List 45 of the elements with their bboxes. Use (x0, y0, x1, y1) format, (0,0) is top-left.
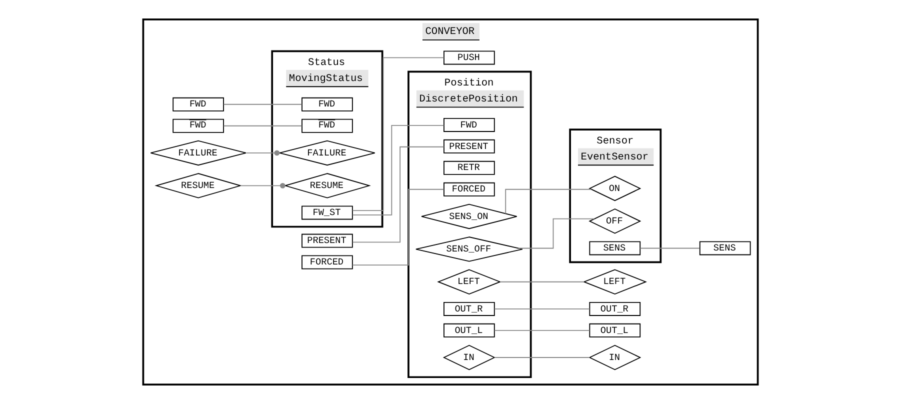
connector (240, 182, 286, 188)
node-box: PRESENT (444, 139, 495, 154)
node-box: RETR (444, 160, 495, 175)
node-diamond: IN (588, 344, 642, 370)
connector (352, 57, 444, 212)
node-box: OUT_L (444, 323, 495, 338)
connector (246, 150, 280, 156)
node-box: FWD (302, 97, 353, 112)
node-box: FWD (172, 97, 224, 112)
connector (223, 104, 302, 105)
connector (494, 330, 590, 331)
node-box: FORCED (444, 182, 495, 196)
node-box: FWD (172, 118, 224, 133)
node-diamond: ON (588, 176, 642, 202)
node-diamond: RESUME (284, 173, 371, 198)
connector (494, 308, 590, 310)
node-box: OUT_L (589, 323, 641, 338)
node-diamond: SENS_ON (421, 204, 518, 230)
node-diamond: LEFT (437, 269, 502, 294)
node-box: FWD (302, 118, 353, 133)
connector (494, 357, 590, 358)
node-box: FWD (444, 118, 495, 132)
connector (352, 124, 444, 216)
node-box: OUT_R (589, 302, 641, 316)
node-diamond: FAILURE (279, 140, 376, 166)
connector (352, 188, 444, 266)
node-diamond: SENS_OFF (415, 236, 523, 262)
node-box: SENS (699, 241, 751, 256)
connector (505, 188, 592, 214)
node-box: OUT_R (444, 302, 495, 316)
node-box: FORCED (302, 255, 353, 270)
node-diamond: FAILURE (150, 140, 246, 166)
connector (352, 146, 444, 243)
node-box: FW_ST (302, 206, 353, 220)
node-box: PUSH (444, 50, 495, 65)
node-diamond: OFF (588, 208, 642, 234)
node-diamond: LEFT (582, 269, 647, 294)
connector (518, 218, 595, 249)
node-diamond: RESUME (154, 173, 242, 198)
node-box: SENS (589, 241, 641, 256)
node-box: PRESENT (302, 234, 353, 248)
connector (223, 125, 302, 126)
node-diamond: IN (442, 344, 496, 370)
connector (640, 248, 700, 249)
connector (500, 281, 584, 282)
